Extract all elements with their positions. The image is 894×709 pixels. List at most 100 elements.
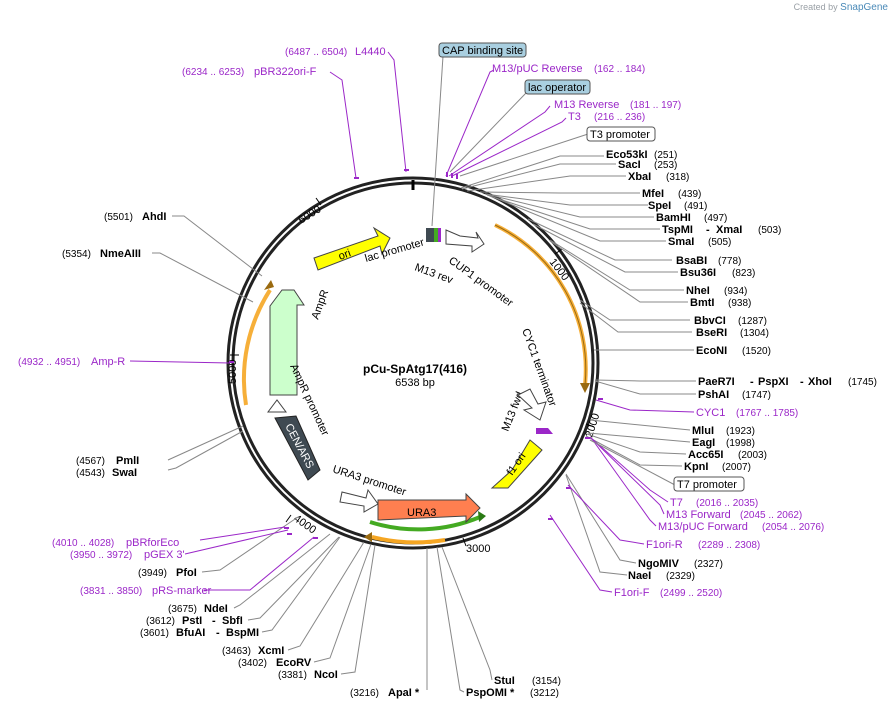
svg-text:pBR322ori-F: pBR322ori-F — [254, 66, 317, 78]
enzyme-bfuai-bspmi[interactable]: (3601)BfuAI-BspMI — [140, 627, 259, 639]
enzyme-bmti[interactable]: BmtI(938) — [690, 297, 751, 309]
primer-m13puc-reverse[interactable]: M13/pUC Reverse(162 .. 184) — [492, 63, 645, 75]
enzyme-xbai[interactable]: XbaI(318) — [628, 171, 689, 183]
primer-prs-marker[interactable]: (3831 .. 3850)pRS-marker — [80, 585, 212, 597]
enzyme-acc65i[interactable]: Acc65I(2003) — [688, 449, 767, 461]
enzyme-bsabi[interactable]: BsaBI(778) — [676, 255, 741, 267]
t7-promoter-label: T7 promoter — [677, 479, 737, 491]
enzyme-ncoi[interactable]: (3381)NcoI — [278, 669, 338, 681]
svg-text:-: - — [750, 376, 754, 388]
enzyme-kpni[interactable]: KpnI(2007) — [684, 461, 751, 473]
enzyme-saci[interactable]: SacI(253) — [618, 159, 677, 171]
svg-text:(1745): (1745) — [848, 377, 877, 388]
primer-f1ori-r[interactable]: F1ori-R(2289 .. 2308) — [646, 539, 760, 551]
svg-text:(2289 .. 2308): (2289 .. 2308) — [698, 540, 760, 551]
ura3-orf-arc-head — [478, 511, 486, 522]
svg-text:(251): (251) — [654, 150, 677, 161]
svg-text:NheI: NheI — [686, 285, 710, 297]
t7-promoter-box[interactable]: T7 promoter — [589, 439, 745, 492]
svg-text:(181 .. 197): (181 .. 197) — [630, 100, 681, 111]
enzyme-bbvci[interactable]: BbvCI(1287) — [694, 315, 767, 327]
svg-text:KpnI: KpnI — [684, 461, 708, 473]
f1-ori-feature[interactable]: f1 ori — [490, 439, 543, 489]
svg-text:3000: 3000 — [466, 543, 490, 555]
cap-binding-site-box[interactable]: CAP binding site — [431, 42, 527, 227]
enzyme-psti-sbfi[interactable]: (3612)PstI-SbfI — [146, 615, 243, 627]
primer-ticks — [229, 169, 603, 539]
orf-arc-bottom-head — [364, 532, 372, 542]
primer-f1ori-f[interactable]: F1ori-F(2499 .. 2520) — [614, 587, 722, 599]
primer-pbr322ori-f[interactable]: (6234 .. 6253)pBR322ori-F — [182, 66, 317, 78]
svg-text:Acc65I: Acc65I — [688, 449, 723, 461]
primer-m13-forward[interactable]: M13 Forward(2045 .. 2062) — [666, 509, 802, 521]
svg-text:(2327): (2327) — [694, 559, 723, 570]
enzyme-stui[interactable]: StuI(3154) — [494, 675, 561, 687]
cen-ars-feature[interactable]: CEN/ARS — [274, 415, 321, 481]
cyc1-terminator-feature[interactable]: CYC1 terminator — [517, 327, 559, 421]
enzyme-pspomi[interactable]: PspOMI *(3212) — [466, 687, 559, 699]
enzyme-eco53ki[interactable]: Eco53kI(251) — [606, 149, 677, 161]
svg-text:EagI: EagI — [692, 437, 715, 449]
enzyme-nmeaiii[interactable]: (5354)NmeAIII — [62, 248, 141, 260]
orf-arc-right-inner — [494, 224, 587, 386]
enzyme-bsu36i[interactable]: Bsu36I(823) — [680, 267, 755, 279]
svg-text:(3601): (3601) — [140, 628, 169, 639]
svg-text:BbvCI: BbvCI — [694, 315, 726, 327]
svg-text:(3212): (3212) — [530, 688, 559, 699]
svg-text:XmaI: XmaI — [716, 224, 742, 236]
svg-text:(1520): (1520) — [742, 346, 771, 357]
svg-text:pBRforEco: pBRforEco — [126, 537, 179, 549]
enzyme-eagi[interactable]: EagI(1998) — [692, 437, 755, 449]
enzyme-pmli[interactable]: (4567)PmlI — [76, 455, 139, 467]
primer-cyc1[interactable]: CYC1 (1767 .. 1785) — [696, 407, 798, 419]
svg-text:AhdI: AhdI — [142, 211, 166, 223]
svg-text:CYC1: CYC1 — [696, 407, 725, 419]
svg-text:(491): (491) — [684, 201, 707, 212]
primer-pbrforeco[interactable]: (4010 .. 4028)pBRforEco — [52, 537, 179, 549]
svg-text:(318): (318) — [666, 172, 689, 183]
enzyme-ahdi[interactable]: (5501)AhdI — [104, 211, 166, 223]
svg-text:(2016 .. 2035): (2016 .. 2035) — [696, 498, 758, 509]
enzyme-naei[interactable]: NaeI(2329) — [628, 570, 695, 582]
ura3-feature[interactable]: URA3 — [377, 492, 481, 524]
enzyme-pshai[interactable]: PshAI(1747) — [698, 389, 771, 401]
primer-pgex3[interactable]: (3950 .. 3972)pGEX 3' — [70, 549, 185, 561]
primer-m13-reverse[interactable]: M13 Reverse (181 .. 197) — [554, 99, 681, 111]
enzyme-xcmi[interactable]: (3463)XcmI — [222, 645, 284, 657]
enzyme-tspmi-xmai[interactable]: TspMI-XmaI(503) — [662, 224, 781, 236]
t3-promoter-box[interactable]: T3 promoter — [459, 126, 656, 177]
enzyme-smai[interactable]: SmaI(505) — [668, 236, 731, 248]
enzyme-apai[interactable]: (3216)ApaI * — [350, 687, 420, 699]
svg-text:M13 Reverse: M13 Reverse — [554, 99, 619, 111]
lac-operator-box[interactable]: lac operator — [449, 79, 591, 173]
svg-text:(2054 .. 2076): (2054 .. 2076) — [762, 522, 824, 533]
enzyme-spei[interactable]: SpeI(491) — [648, 200, 707, 212]
cup1-promoter-feature[interactable]: CUP1 promoter — [445, 229, 515, 310]
tick-6000: 6000 — [296, 197, 323, 227]
enzyme-mlui[interactable]: MluI(1923) — [692, 425, 755, 437]
enzyme-mfei[interactable]: MfeI(439) — [642, 188, 701, 200]
svg-text:(1767 .. 1785): (1767 .. 1785) — [736, 408, 798, 419]
primer-m13puc-forward[interactable]: M13/pUC Forward(2054 .. 2076) — [658, 521, 824, 533]
enzyme-ngomiv[interactable]: NgoMIV(2327) — [638, 558, 723, 570]
primer-amp-r[interactable]: (4932 .. 4951)Amp-R — [18, 356, 125, 368]
enzyme-pfoi[interactable]: (3949)PfoI — [138, 567, 197, 579]
enzyme-econi[interactable]: EcoNI(1520) — [696, 345, 771, 357]
ori-feature[interactable]: ori — [313, 226, 391, 271]
primer-t3[interactable]: T3(216 .. 236) — [568, 111, 645, 123]
enzyme-paer7i-pspxi-xhoi[interactable]: PaeR7I-PspXI-XhoI(1745) — [698, 376, 877, 388]
primer-t7[interactable]: T7(2016 .. 2035) — [670, 497, 758, 509]
primer-l4440[interactable]: (6487 .. 6504)L4440 — [285, 46, 386, 58]
svg-text:F1ori-F: F1ori-F — [614, 587, 650, 599]
enzyme-swai[interactable]: (4543)SwaI — [76, 467, 137, 479]
enzyme-ndei[interactable]: (3675)NdeI — [168, 603, 228, 615]
enzyme-bseri[interactable]: BseRI(1304) — [696, 327, 769, 339]
enzyme-bamhi[interactable]: BamHI(497) — [656, 212, 727, 224]
enzyme-ecorv[interactable]: (3402)EcoRV — [238, 657, 312, 669]
ampr-label: AmpR — [310, 288, 332, 321]
svg-text:SbfI: SbfI — [222, 615, 243, 627]
enzyme-nhei[interactable]: NheI(934) — [686, 285, 747, 297]
lac-operator-label: lac operator — [528, 82, 586, 94]
svg-text:BamHI: BamHI — [656, 212, 691, 224]
